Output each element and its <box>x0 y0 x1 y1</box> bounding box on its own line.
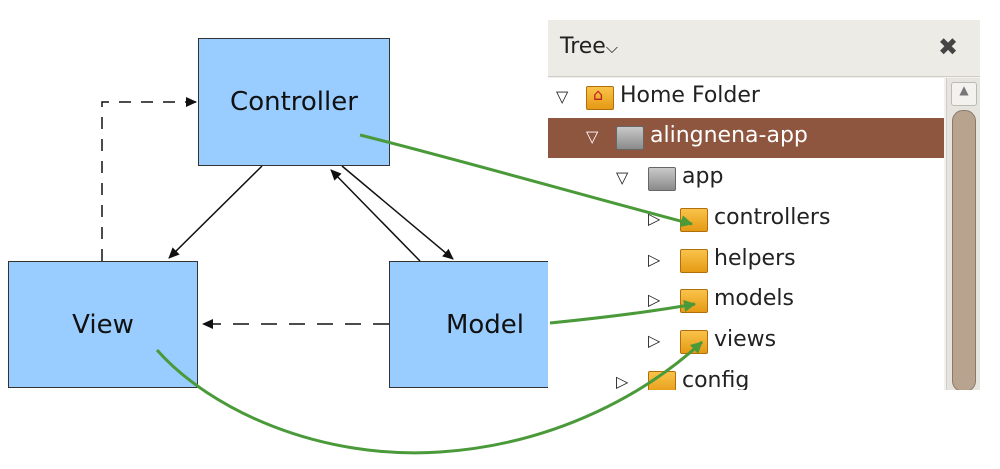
tree-item-helpers[interactable]: ▷ helpers <box>548 241 944 281</box>
tree-scrollbar[interactable]: ▲ <box>946 78 980 390</box>
tree-item-label: Home Folder <box>620 83 760 108</box>
tree-item-label: app <box>682 164 724 189</box>
model-to-models-folder-arrow <box>549 300 696 325</box>
folder-icon <box>680 249 708 273</box>
expanded-triangle-icon[interactable]: ▽ <box>586 127 599 146</box>
tree-item-label: controllers <box>714 205 831 230</box>
controller-label: Controller <box>230 87 358 117</box>
tree-item-app[interactable]: ▽ app <box>548 159 944 199</box>
collapsed-triangle-icon[interactable]: ▷ <box>648 290 661 309</box>
folder-icon <box>616 126 644 150</box>
view-to-views-folder-arrow <box>155 340 704 455</box>
chevron-down-icon: ⌵ <box>605 38 618 57</box>
tree-title-label: Tree <box>560 34 606 59</box>
view-to-controller-arrow <box>101 97 197 261</box>
tree-title-dropdown[interactable]: Tree⌵ <box>560 34 618 59</box>
tree-item-label: config <box>682 368 750 390</box>
home-folder-icon <box>586 85 614 110</box>
tree-item-label: helpers <box>714 246 796 271</box>
tree-item-label: alingnena-app <box>650 123 808 148</box>
tree-list: ▽ Home Folder ▽ alingnena-app ▽ app ▷ co… <box>548 78 944 390</box>
scroll-up-arrow-icon[interactable]: ▲ <box>951 82 977 106</box>
model-label: Model <box>445 309 525 340</box>
scroll-thumb[interactable] <box>952 110 976 390</box>
file-tree-panel: Tree⌵ ✖ ▽ Home Folder ▽ alingnena-app ▽ … <box>548 20 980 390</box>
view-label: View <box>72 309 134 340</box>
model-to-controller-arrow <box>330 169 421 262</box>
collapsed-triangle-icon[interactable]: ▷ <box>648 331 661 350</box>
controller-to-model-arrow <box>341 165 454 260</box>
tree-item-alingnena-app[interactable]: ▽ alingnena-app <box>548 118 944 158</box>
close-icon[interactable]: ✖ <box>938 33 959 61</box>
controller-box: Controller <box>198 38 390 166</box>
tree-item-label: models <box>714 286 794 311</box>
tree-header: Tree⌵ ✖ <box>548 20 980 77</box>
expanded-triangle-icon[interactable]: ▽ <box>556 87 569 106</box>
view-box: View <box>8 261 198 388</box>
tree-item-label: views <box>714 327 777 352</box>
controller-to-view-arrow <box>168 165 263 259</box>
folder-icon <box>648 371 676 390</box>
controller-to-controllers-folder-arrow <box>359 133 693 228</box>
collapsed-triangle-icon[interactable]: ▷ <box>648 250 661 269</box>
tree-item-config[interactable]: ▷ config <box>548 363 944 390</box>
folder-icon <box>648 167 676 191</box>
collapsed-triangle-icon[interactable]: ▷ <box>616 372 629 390</box>
expanded-triangle-icon[interactable]: ▽ <box>616 168 629 187</box>
tree-item-home-folder[interactable]: ▽ Home Folder <box>548 78 944 118</box>
